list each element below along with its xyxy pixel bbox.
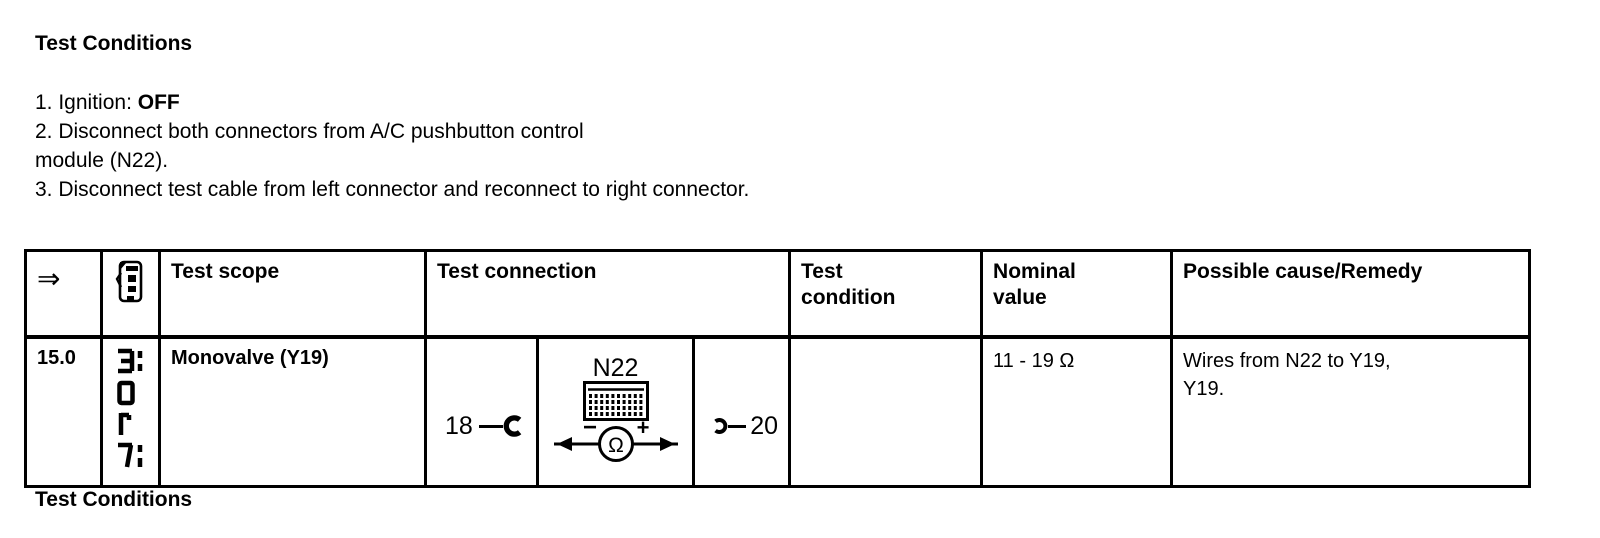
double-arrow-icon: ⇒ xyxy=(37,263,61,294)
header-cell-nominal-value: Nominal value xyxy=(980,249,1174,339)
nominal-value: 11 - 19 Ω xyxy=(993,350,1075,372)
right-pin-connection: 20 xyxy=(705,411,778,441)
cell-connection-right: 20 xyxy=(691,335,792,488)
header-cell-arrow: ⇒ xyxy=(24,249,103,339)
column-title: Test scope xyxy=(171,260,280,283)
wire-line xyxy=(727,424,747,428)
minus-polarity-label: − xyxy=(582,421,596,441)
connector-socket-icon xyxy=(503,415,522,437)
possible-cause-line: Y19. xyxy=(1183,378,1225,400)
pin-module-icon xyxy=(582,381,649,421)
column-title: Test connection xyxy=(437,260,597,283)
test-table: ⇒ Test scope Test connection xyxy=(24,249,1532,488)
page-title: Test Conditions xyxy=(35,32,193,55)
table-header-row: ⇒ Test scope Test connection xyxy=(24,249,1532,339)
plus-polarity-label: + xyxy=(636,421,649,440)
connector-socket-icon xyxy=(714,418,728,434)
column-title: Nominal value xyxy=(993,260,1076,309)
meter-diagram: N22 Ω − + xyxy=(549,347,682,465)
step-line: 3. Disconnect test cable from left conne… xyxy=(35,175,749,204)
ohm-symbol: Ω xyxy=(608,434,624,457)
header-cell-test-scope: Test scope xyxy=(158,249,427,339)
cell-test-condition xyxy=(788,335,984,488)
cell-nominal-value: 11 - 19 Ω xyxy=(980,335,1174,488)
ohmmeter-icon: Ω − + xyxy=(553,421,678,462)
test-step-number: 15.0 xyxy=(37,347,76,369)
test-conditions-list: 1. Ignition: OFF 2. Disconnect both conn… xyxy=(35,88,749,204)
possible-cause-line: Wires from N22 to Y19, xyxy=(1183,350,1391,372)
pin-number-left: 18 xyxy=(445,411,473,440)
pin-number-right: 20 xyxy=(750,411,779,440)
column-title: Possible cause/Remedy xyxy=(1183,260,1423,283)
step-text: 1. Ignition: xyxy=(35,91,138,114)
step-text: 3. Disconnect test cable from left conne… xyxy=(35,178,750,201)
cell-test-scope: Monovalve (Y19) xyxy=(158,335,427,488)
header-cell-test-condition: Test condition xyxy=(788,249,984,339)
step-line: 2. Disconnect both connectors from A/C p… xyxy=(35,117,749,146)
page-title-bottom: Test Conditions xyxy=(35,488,193,511)
cell-possible-cause: Wires from N22 to Y19, Y19. xyxy=(1170,335,1532,488)
step-bold-text: OFF xyxy=(137,91,180,114)
header-cell-test-connection: Test connection xyxy=(423,249,792,339)
cell-step-number: 15.0 xyxy=(24,335,103,488)
step-line: 1. Ignition: OFF xyxy=(35,88,749,117)
diagnostic-tester-icon xyxy=(115,260,143,303)
cell-connection-middle: N22 Ω − + xyxy=(536,335,695,488)
left-pin-connection: 18 xyxy=(437,411,526,441)
step-line: module (N22). xyxy=(35,146,749,175)
table-row: 15.0 Monovalve (Y19) 18 xyxy=(24,335,1532,488)
header-cell-possible-cause: Possible cause/Remedy xyxy=(1170,249,1532,339)
step-text: module (N22). xyxy=(35,149,169,172)
header-cell-tester xyxy=(100,249,161,339)
step-text: 2. Disconnect both connectors from A/C p… xyxy=(35,120,584,143)
wire-line xyxy=(478,424,504,428)
test-scope-value: Monovalve (Y19) xyxy=(171,347,329,369)
column-title: Test condition xyxy=(801,260,896,309)
module-label: N22 xyxy=(592,354,639,382)
cell-connection-left: 18 xyxy=(424,335,539,488)
cell-tester-display xyxy=(100,335,161,488)
tester-display-icon xyxy=(117,348,143,468)
